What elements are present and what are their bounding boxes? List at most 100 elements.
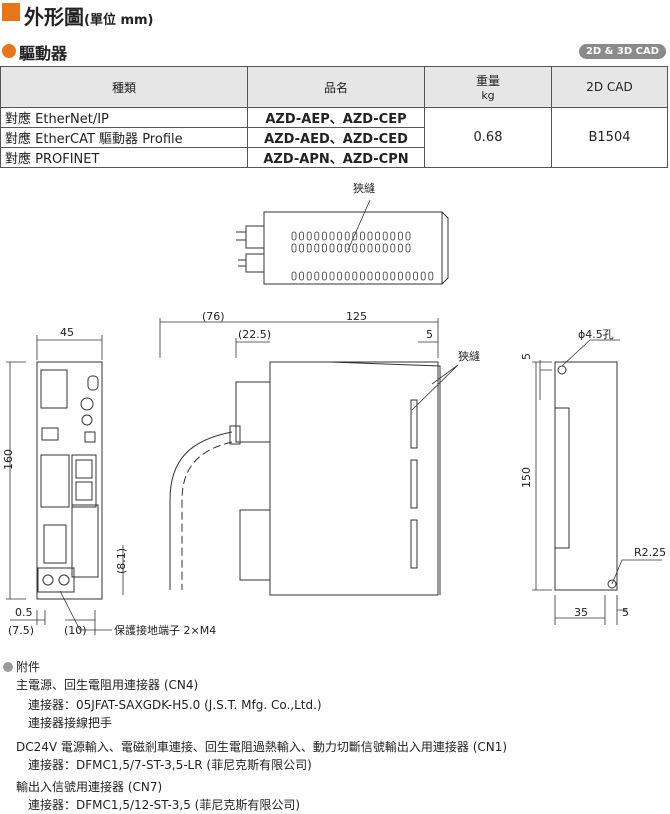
th-weight: 重量 kg [424,66,552,108]
vent-slit [329,271,335,281]
dim-22-5: (22.5) [238,328,271,341]
dim-r2-25: R2.25 [634,546,666,559]
cell-type: 對應 EtherCAT 驅動器 Profile [0,127,248,148]
vent-slit [306,243,312,253]
section-marker [2,44,16,58]
th-name: 品名 [247,66,425,108]
vent-slit [306,231,312,241]
vent-slit [352,243,358,253]
accessory-line: DC24V 電源輸入、電磁剎車連接、回生電阻過熱輸入、動力切斷信號輸出入用連接器… [16,740,508,754]
vent-slit [405,243,411,253]
table-row: 對應 PROFINET AZD-APN、AZD-CPN [0,147,668,168]
dim-8-1: (8.1) [115,548,128,574]
vent-slit [359,243,365,253]
vent-slit [382,243,388,253]
vent-slit [321,243,327,253]
front-view [36,361,103,600]
vent-slit [367,271,373,281]
dim-hole: ϕ4.5孔 [578,328,614,341]
table-header-row: 種類 品名 重量 kg 2D CAD [0,66,668,108]
cell-name: AZD-AEP、AZD-CEP [247,107,425,128]
dim-45: 45 [60,326,74,339]
vent-slit [375,271,381,281]
vent-slit [314,231,320,241]
vent-slit [314,271,320,281]
accessory-line: 輸出入信號用連接器 (CN7) [16,780,163,794]
vent-slit [375,243,381,253]
vent-slit [299,243,305,253]
cell-type: 對應 PROFINET [0,147,248,168]
vent-slit [299,231,305,241]
dim-35: 35 [574,606,588,619]
vent-slit [344,231,350,241]
accessory-line: 連接器：DFMC1,5/12-ST-3,5 (菲尼克斯有限公司) [28,798,301,812]
vent-slit [314,243,320,253]
vent-slit [382,231,388,241]
ground-terminal-label: 保護接地端子 2×M4 [114,623,216,637]
cad-badge-button[interactable]: 2D & 3D CAD [578,44,666,59]
vent-slit [367,231,373,241]
dim-76: (76) [202,310,225,323]
accessory-line: 連接器：05JFAT-SAXGDK-H5.0 (J.S.T. Mfg. Co.,… [28,698,322,712]
side-view [169,361,441,596]
vent-slit [329,243,335,253]
slit-label-side: 狹縫 [458,349,480,363]
vent-slit [291,243,297,253]
dim-160: 160 [2,449,15,470]
vent-slit [337,243,343,253]
dim-150: 150 [520,467,533,488]
slit-label-top: 狹縫 [353,181,375,195]
dim-10: (10) [64,624,87,637]
vent-slit [352,271,358,281]
vent-slit [405,231,411,241]
dimension-drawing: 狹縫 45 (76) 125 (22.5) 5 狹縫 ϕ4.5孔 160 (8.… [2,181,666,637]
dim-5a: 5 [426,328,433,341]
accessories-marker [3,662,13,672]
cell-name: AZD-APN、AZD-CPN [247,147,425,168]
dim-0-5: 0.5 [15,606,33,619]
table-row: 對應 EtherNet/IP AZD-AEP、AZD-CEP 0.68 B150… [0,107,668,168]
th-weight-label: 重量 [475,74,500,88]
top-view [236,211,449,285]
vent-slit [397,231,403,241]
page-title-text: 外形圖 [24,5,84,29]
vent-slit [321,271,327,281]
dim-125: 125 [346,310,367,323]
vent-slit [344,271,350,281]
vent-slit [390,231,396,241]
vent-slit [375,231,381,241]
dim-7-5: (7.5) [8,624,34,637]
dim-5b: 5 [520,353,533,360]
th-cad: 2D CAD [551,66,668,108]
vent-slit [428,271,434,281]
vent-slit [352,231,358,241]
vent-slit [299,271,305,281]
rear-view [554,361,618,591]
vent-slit [397,243,403,253]
vent-slit [337,231,343,241]
accessories-title: 附件 [16,660,41,674]
cell-name: AZD-AED、AZD-CED [247,127,425,148]
cell-type: 對應 EtherNet/IP [0,107,248,128]
cell-weight: 0.68 [424,107,552,168]
vent-slit [359,231,365,241]
vent-slit [390,271,396,281]
vent-slit [329,231,335,241]
cell-cad[interactable]: B1504 [551,107,668,168]
vent-slit [367,243,373,253]
page-title: 外形圖(單位 mm) [24,1,154,30]
header-marker [2,3,20,21]
page-title-unit: (單位 mm) [84,13,154,28]
th-weight-unit: kg [481,89,495,102]
vent-slit [291,271,297,281]
vent-slit [382,271,388,281]
vent-slit [306,271,312,281]
vent-slit [397,271,403,281]
vent-slit [390,243,396,253]
dim-5c: 5 [622,606,629,619]
accessory-line: 連接器：DFMC1,5/7-ST-3,5-LR (菲尼克斯有限公司) [28,758,312,772]
vent-slit [405,271,411,281]
vent-slit [359,271,365,281]
th-type: 種類 [0,66,248,108]
accessory-line: 連接器接線把手 [28,716,113,730]
